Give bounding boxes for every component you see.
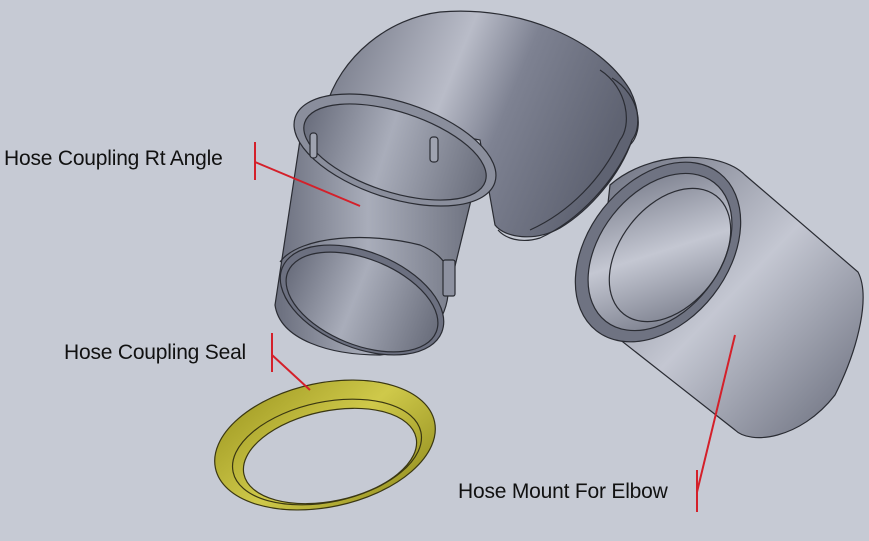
hose-coupling-rt-angle-part [274,10,639,356]
label-hose-coupling-seal: Hose Coupling Seal [64,341,247,364]
hose-mount-for-elbow-part [574,156,864,439]
label-hose-mount-for-elbow: Hose Mount For Elbow [458,480,668,503]
label-hose-coupling-rt-angle: Hose Coupling Rt Angle [4,147,223,170]
hose-coupling-seal-part [214,379,436,511]
leader-lines [254,142,736,512]
